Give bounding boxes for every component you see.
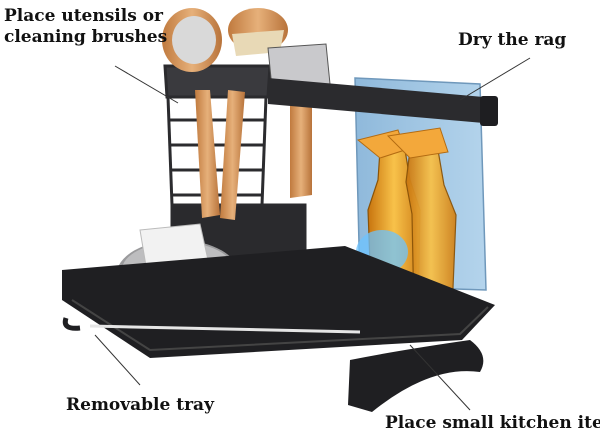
leader-lines: [94, 57, 531, 411]
tray: [62, 246, 495, 412]
rag-bar: [268, 78, 498, 126]
small-items-label: Place small kitchen items: [385, 413, 600, 433]
rag-label: Dry the rag: [458, 30, 567, 50]
utensils-label-line2: cleaning brushes: [4, 27, 168, 47]
utensils-label: Place utensils or cleaning brushes: [4, 6, 167, 48]
tray-label: Removable tray: [66, 395, 214, 415]
utensils-label-line1: Place utensils or: [4, 6, 164, 26]
brushes: [162, 8, 331, 220]
